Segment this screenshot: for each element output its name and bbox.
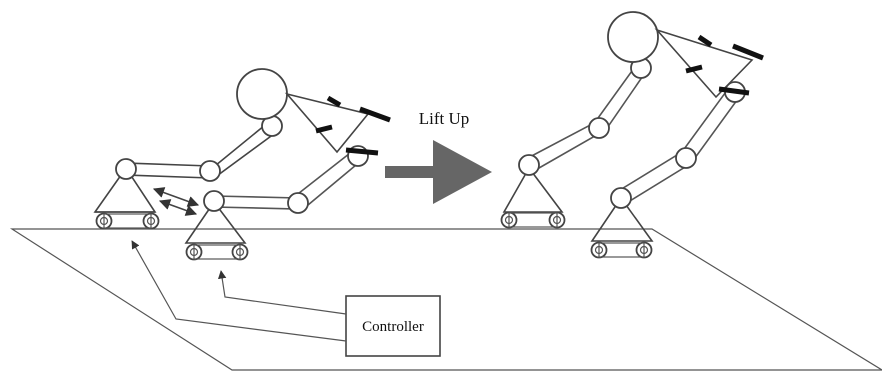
motion-arrow (152, 187, 200, 207)
robot-before-lift (93, 68, 391, 261)
sensor-marker (315, 124, 333, 134)
rear-arm (115, 115, 283, 182)
sensor-marker (685, 64, 703, 74)
head-cone (284, 92, 370, 154)
controller-box (345, 295, 441, 357)
sensor-marker (718, 86, 750, 96)
control-line-front (217, 270, 347, 315)
controller-label: Controller (362, 319, 424, 335)
motion-arrow (158, 199, 198, 216)
robot-after-lift (500, 11, 764, 259)
head (607, 11, 659, 63)
control-line-rear (131, 240, 347, 342)
front-wheel-carriage (590, 196, 654, 259)
head (236, 68, 288, 120)
sensor-marker (345, 147, 379, 156)
floor-plane (9, 228, 882, 371)
rear-arm (518, 57, 652, 176)
front-arm (203, 145, 369, 214)
sensor-marker (732, 43, 764, 61)
sensor-marker (697, 34, 713, 48)
rear-wheel-carriage (500, 166, 566, 229)
front-arm (610, 81, 746, 209)
head-cone (654, 28, 754, 99)
lift-up-arrow (385, 140, 492, 204)
rear-wheel-carriage (93, 166, 160, 230)
sensor-marker (359, 106, 391, 123)
front-wheel-carriage (184, 200, 249, 261)
lift-up-label: Lift Up (419, 109, 470, 128)
sensor-marker (326, 95, 342, 108)
